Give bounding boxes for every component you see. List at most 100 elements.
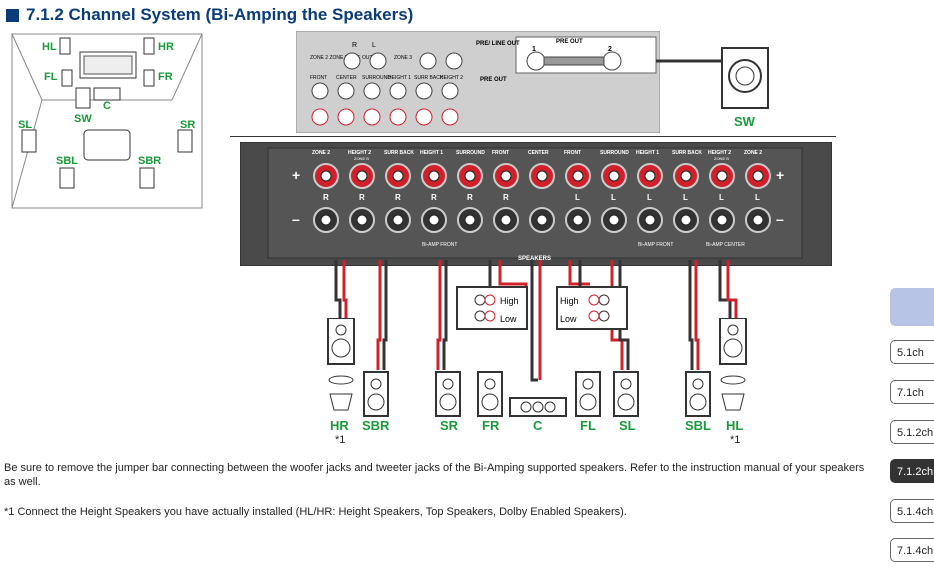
terminal-rl-label-12: L bbox=[755, 193, 760, 202]
bottom-label-fl: FL bbox=[580, 418, 596, 433]
speaker-fl-icon bbox=[61, 69, 73, 87]
speaker-sbr-icon bbox=[139, 167, 155, 189]
terminal-minus-core-3 bbox=[428, 214, 440, 226]
terminal-minus-core-4 bbox=[464, 214, 476, 226]
footnote-text: *1 Connect the Height Speakers you have … bbox=[4, 506, 627, 518]
biamp-front-label: Bi-AMP FRONT bbox=[422, 242, 457, 248]
terminal-rl-label-0: R bbox=[323, 193, 329, 202]
speakers-label: SPEAKERS bbox=[518, 256, 551, 262]
bottom-label-hr: HR bbox=[330, 418, 349, 433]
terminal-plus-core-3 bbox=[428, 170, 440, 182]
terminal-sub-label-11: ZONE B bbox=[714, 156, 729, 161]
biamp-box-right: High Low bbox=[456, 286, 528, 330]
title-square-icon bbox=[6, 8, 19, 22]
terminal-plus-core-4 bbox=[464, 170, 476, 182]
bottom-label-sbl: SBL bbox=[685, 418, 711, 433]
preout-col-1: CENTER bbox=[336, 75, 357, 81]
zone2-label: ZONE 2 ZONE B LINE OUT bbox=[310, 55, 373, 61]
subwoofer-cable bbox=[543, 56, 605, 66]
sw-cable bbox=[656, 59, 726, 63]
terminal-rl-label-3: R bbox=[431, 193, 437, 202]
terminal-minus-core-10 bbox=[680, 214, 692, 226]
tab-7-1-2ch[interactable]: 7.1.2ch bbox=[890, 459, 934, 483]
bottom-label-c: C bbox=[533, 418, 543, 433]
plus-right: + bbox=[776, 167, 784, 183]
bottom-label-sr: SR bbox=[440, 418, 459, 433]
pre-line-out-label: PRE/ LINE OUT bbox=[476, 41, 520, 47]
terminal-rl-label-8: L bbox=[611, 193, 616, 202]
subwoofer-icon bbox=[721, 47, 769, 109]
biamp-left-low: Low bbox=[560, 314, 577, 324]
tab-5-1ch[interactable]: 5.1ch bbox=[890, 340, 934, 364]
tab-5-1-4ch[interactable]: 5.1.4ch bbox=[890, 499, 934, 523]
terminal-plus-core-11 bbox=[716, 170, 728, 182]
bottom-speakers bbox=[327, 318, 747, 417]
terminal-plus-core-6 bbox=[536, 170, 548, 182]
terminal-top-label-8: SURROUND bbox=[600, 150, 629, 156]
speaker-sl-icon bbox=[21, 129, 37, 153]
terminal-plus-core-10 bbox=[680, 170, 692, 182]
terminal-rl-label-2: R bbox=[395, 193, 401, 202]
terminal-rl-label-4: R bbox=[467, 193, 473, 202]
room-label-hr: HR bbox=[158, 41, 174, 53]
bottom-label-sl: SL bbox=[619, 418, 636, 433]
terminal-top-label-0: ZONE 2 bbox=[312, 150, 330, 156]
pre-out-title: PRE OUT bbox=[556, 39, 583, 45]
preout-col-0: FRONT bbox=[310, 75, 327, 81]
terminal-minus-core-1 bbox=[356, 214, 368, 226]
terminal-jacks bbox=[313, 163, 771, 233]
bottom-label-fr: FR bbox=[482, 418, 500, 433]
preout-r-label: R bbox=[352, 42, 357, 49]
speaker-c-icon bbox=[93, 87, 121, 101]
tab-7-1ch[interactable]: 7.1ch bbox=[890, 380, 934, 404]
terminal-top-label-12: ZONE 2 bbox=[744, 150, 762, 156]
terminal-minus-core-9 bbox=[644, 214, 656, 226]
terminal-rl-label-9: L bbox=[647, 193, 652, 202]
preout-jacks bbox=[311, 51, 622, 126]
biamp-right-low: Low bbox=[500, 314, 517, 324]
terminal-top-label-4: SURROUND bbox=[456, 150, 485, 156]
tab-7-1-4ch[interactable]: 7.1.4ch bbox=[890, 538, 934, 562]
tab-5-1-2ch[interactable]: 5.1.2ch bbox=[890, 420, 934, 444]
terminal-minus-core-7 bbox=[572, 214, 584, 226]
speaker-sw-icon bbox=[75, 87, 91, 109]
room-label-hl: HL bbox=[42, 41, 57, 53]
terminal-top-label-11: HEIGHT 2 bbox=[708, 150, 731, 156]
speaker-sr-icon bbox=[177, 129, 193, 153]
preout-col-4: SURR BACK bbox=[414, 75, 444, 81]
minus-left: – bbox=[292, 211, 300, 227]
terminal-plus-core-12 bbox=[752, 170, 764, 182]
preout-col-3: HEIGHT 1 bbox=[388, 75, 411, 81]
terminal-rl-label-5: R bbox=[503, 193, 509, 202]
biamp-right-high: High bbox=[500, 296, 519, 306]
sw-label: SW bbox=[734, 114, 755, 129]
page-title: 7.1.2 Channel System (Bi-Amping the Spea… bbox=[6, 5, 413, 25]
terminal-minus-core-8 bbox=[608, 214, 620, 226]
terminal-plus-core-9 bbox=[644, 170, 656, 182]
speaker-hr-icon bbox=[143, 37, 155, 55]
tab-header-block bbox=[890, 288, 934, 326]
bottom-labels: HR SBR SR FR C FL SL SBL HL *1 *1 bbox=[330, 418, 770, 448]
terminal-plus-core-5 bbox=[500, 170, 512, 182]
minus-right: – bbox=[776, 211, 784, 227]
biamp-center-label: Bi-AMP CENTER bbox=[706, 242, 745, 248]
room-layout-diagram: HL HR FL FR C SW SL SR SBL SBR bbox=[11, 33, 203, 209]
preout-2-label: 2 bbox=[608, 46, 612, 53]
room-label-sl: SL bbox=[18, 119, 32, 131]
bottom-label-hl: HL bbox=[726, 418, 744, 433]
terminal-top-label-9: HEIGHT 1 bbox=[636, 150, 659, 156]
room-label-fl: FL bbox=[44, 71, 58, 83]
room-label-sr: SR bbox=[180, 119, 195, 131]
preout-col-5: HEIGHT 2 bbox=[440, 75, 463, 81]
footnote-mark-right: *1 bbox=[730, 434, 741, 446]
preout-col-2: SURROUND bbox=[362, 75, 391, 81]
biamp-left-high: High bbox=[560, 296, 579, 306]
jumper-note: Be sure to remove the jumper bar connect… bbox=[4, 462, 865, 488]
speaker-fr-icon bbox=[143, 69, 155, 87]
room-label-c: C bbox=[103, 100, 111, 112]
terminal-top-label-6: CENTER bbox=[528, 150, 549, 156]
terminal-rl-label-1: R bbox=[359, 193, 365, 202]
sofa-icon bbox=[83, 129, 131, 161]
footnote-mark-left: *1 bbox=[335, 434, 346, 446]
